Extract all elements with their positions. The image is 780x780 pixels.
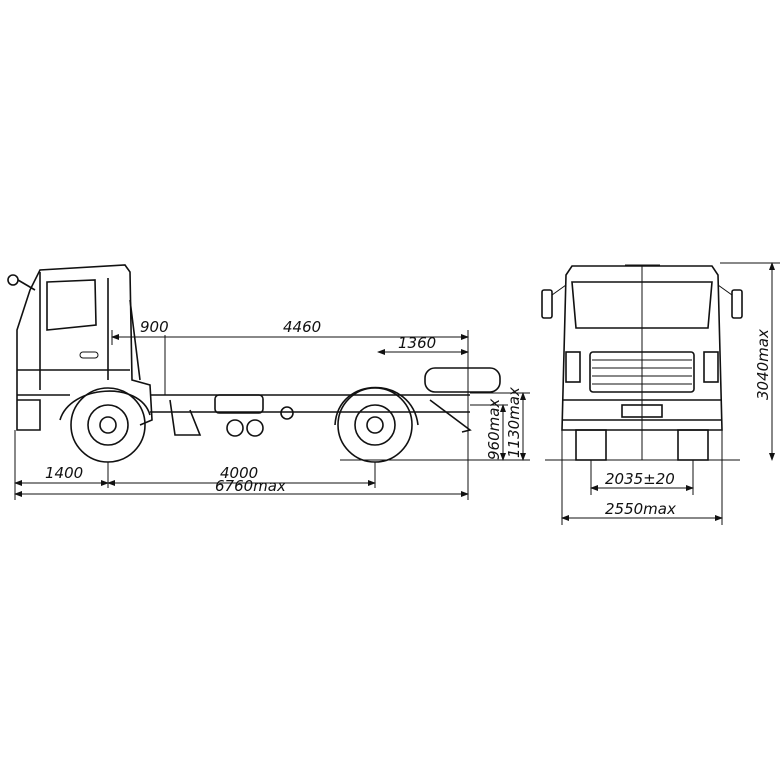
dim-4460: 4460: [283, 318, 321, 336]
front-dimensions: 3040max 2035±20 2550max: [561, 262, 775, 525]
front-wheel: [70, 387, 146, 463]
dim-2550max: 2550max: [605, 500, 676, 518]
front-view: 3040max 2035±20 2550max: [541, 262, 780, 525]
dim-4000: 4000: [220, 464, 258, 482]
dim-3040max: 3040max: [754, 329, 772, 400]
mirror-icon: [7, 274, 19, 286]
left-front-tire: [575, 429, 607, 461]
dim-1400: 1400: [45, 464, 83, 482]
dim-1360: 1360: [398, 334, 436, 352]
dim-900: 900: [140, 318, 169, 336]
fuel-tank: [214, 394, 264, 414]
dim-1130max: 1130max: [505, 387, 523, 458]
windshield: [571, 281, 713, 329]
dim-2035: 2035±20: [605, 470, 675, 488]
right-mirror: [731, 289, 743, 319]
rear-wheel: [334, 386, 419, 463]
frame: [150, 367, 501, 437]
cab: [7, 264, 153, 431]
dim-6760max: 6760max: [215, 477, 286, 495]
right-front-tire: [677, 429, 709, 461]
spare-wheel: [424, 367, 501, 393]
dim-960max: 960max: [485, 399, 503, 460]
left-mirror: [541, 289, 553, 319]
side-view: 900 4460 1360 1400 4000 6760max 960max 1…: [7, 264, 530, 500]
side-dimensions: 900 4460 1360 1400 4000 6760max 960max 1…: [14, 318, 530, 500]
